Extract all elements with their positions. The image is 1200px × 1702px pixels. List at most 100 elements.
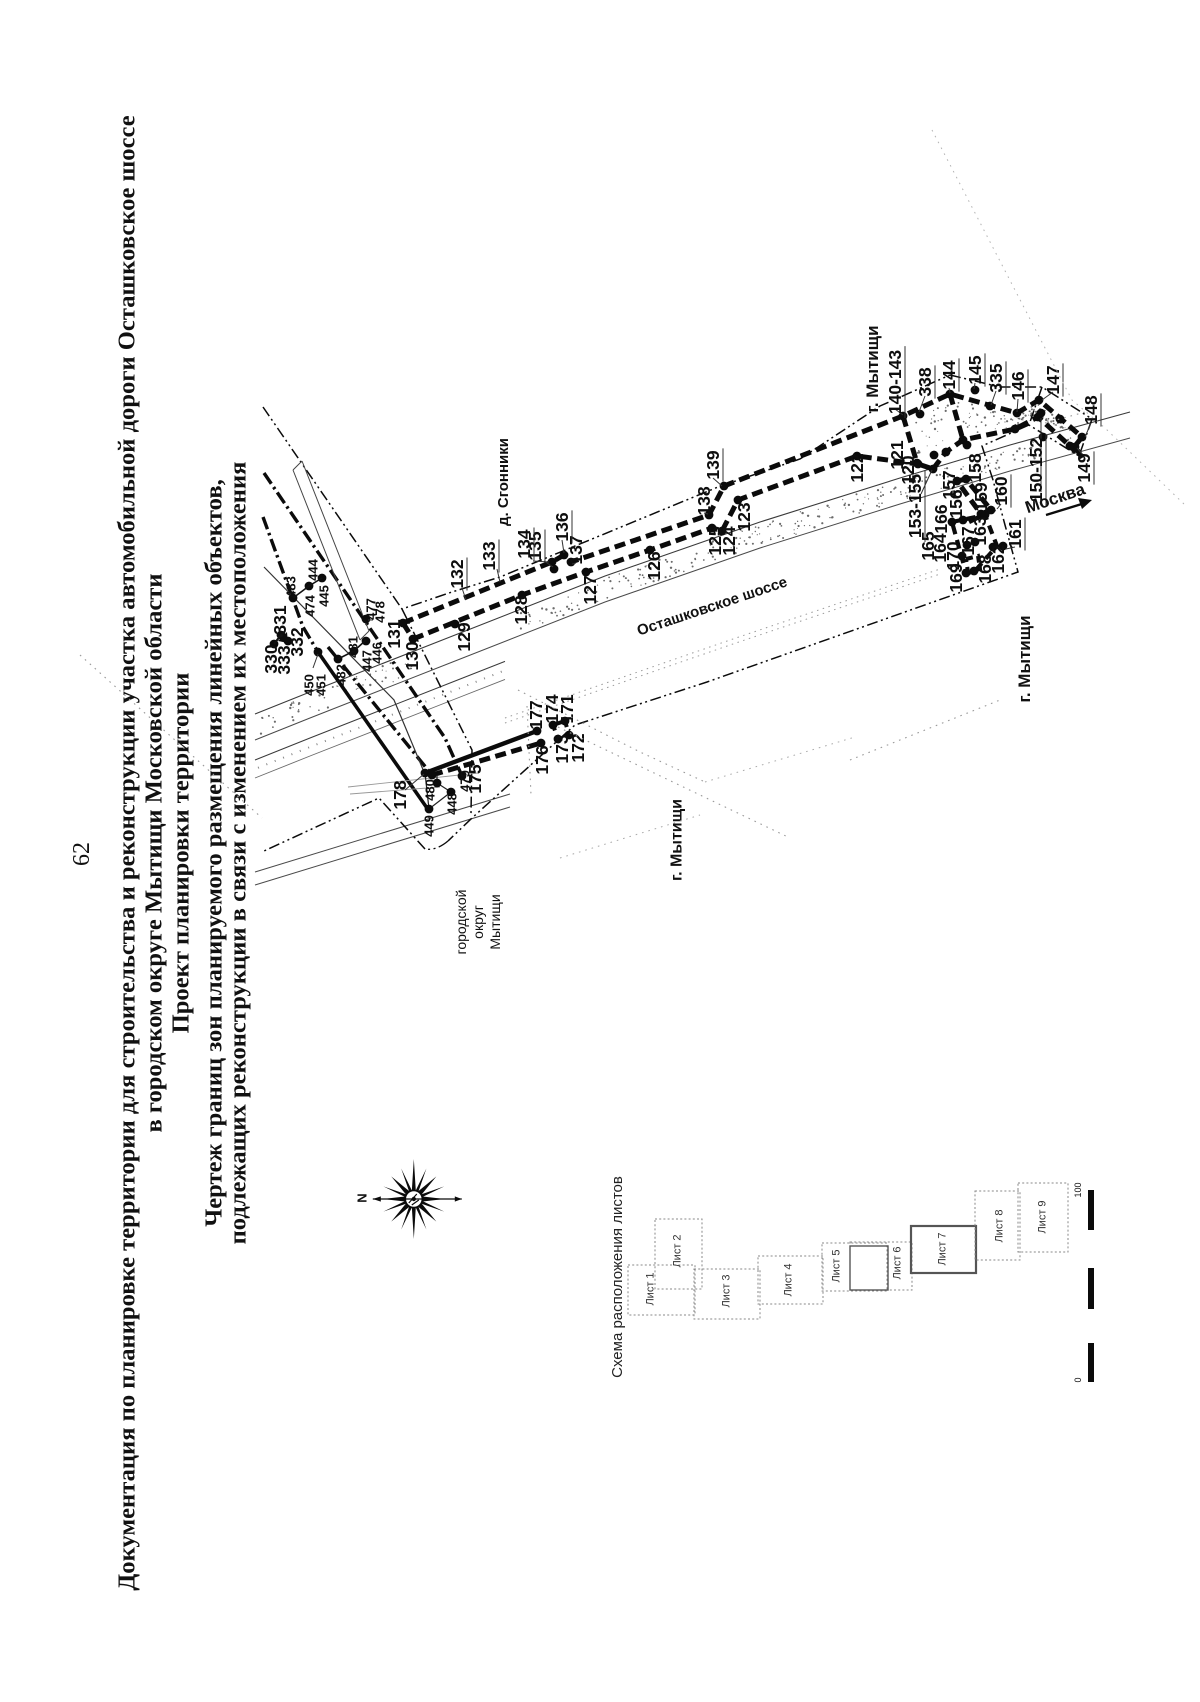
svg-text:171: 171: [557, 694, 577, 723]
svg-text:136: 136: [552, 512, 572, 541]
svg-text:145: 145: [965, 355, 985, 384]
svg-text:123: 123: [734, 502, 754, 531]
svg-text:445: 445: [316, 585, 331, 607]
svg-text:Лист 4: Лист 4: [783, 1263, 795, 1296]
svg-text:482: 482: [333, 664, 348, 686]
svg-text:153-155: 153-155: [905, 474, 925, 538]
svg-text:Чертеж границ зон планируемого: Чертеж границ зон планируемого размещени…: [200, 479, 227, 1227]
svg-text:137: 137: [566, 535, 586, 564]
svg-text:134: 134: [514, 529, 534, 558]
svg-text:подлежащих реконструкции в свя: подлежащих реконструкции в связи с измен…: [224, 462, 251, 1245]
svg-text:173: 173: [552, 734, 572, 763]
svg-text:335: 335: [986, 363, 1006, 392]
svg-text:163: 163: [970, 516, 990, 545]
svg-text:448: 448: [444, 793, 459, 815]
svg-text:178: 178: [390, 780, 410, 809]
svg-text:130: 130: [402, 641, 422, 670]
svg-text:0: 0: [1073, 1377, 1083, 1382]
svg-text:162: 162: [988, 544, 1008, 573]
svg-text:131: 131: [384, 619, 404, 648]
svg-text:62: 62: [69, 842, 95, 866]
svg-text:161: 161: [1005, 519, 1025, 548]
svg-text:122: 122: [847, 453, 867, 482]
svg-text:144: 144: [939, 360, 959, 389]
svg-text:451: 451: [313, 674, 328, 696]
svg-text:444: 444: [305, 558, 320, 580]
svg-text:481: 481: [345, 636, 360, 658]
svg-text:Лист 5: Лист 5: [831, 1249, 843, 1282]
svg-text:Лист 7: Лист 7: [937, 1232, 949, 1265]
svg-text:450: 450: [301, 674, 316, 696]
svg-text:Лист 1: Лист 1: [645, 1272, 657, 1305]
svg-text:124: 124: [719, 526, 739, 555]
svg-text:125: 125: [705, 526, 725, 555]
svg-text:447: 447: [359, 650, 374, 672]
svg-text:г. Мытищи: г. Мытищи: [863, 325, 882, 412]
svg-text:146: 146: [1008, 371, 1028, 400]
svg-text:174: 174: [542, 694, 562, 723]
svg-text:147: 147: [1043, 365, 1063, 394]
svg-text:Лист 9: Лист 9: [1037, 1200, 1049, 1233]
svg-text:338: 338: [915, 367, 935, 396]
svg-text:483: 483: [283, 576, 298, 598]
svg-text:140-143: 140-143: [885, 350, 905, 414]
svg-text:175: 175: [465, 764, 485, 793]
svg-text:479: 479: [457, 770, 472, 792]
svg-text:156: 156: [946, 489, 966, 518]
svg-text:Лист 8: Лист 8: [994, 1209, 1006, 1242]
svg-text:139: 139: [703, 450, 723, 479]
svg-text:159: 159: [971, 482, 991, 511]
svg-text:127: 127: [580, 575, 600, 604]
svg-text:157: 157: [939, 470, 959, 499]
svg-text:132: 132: [447, 559, 467, 588]
svg-text:100: 100: [1073, 1182, 1083, 1197]
svg-text:126: 126: [644, 551, 664, 580]
svg-text:Документация по планировке тер: Документация по планировке территории дл…: [113, 115, 140, 1590]
svg-text:167: 167: [958, 526, 978, 555]
svg-text:177: 177: [526, 700, 546, 729]
svg-text:474: 474: [302, 594, 317, 616]
svg-text:160: 160: [991, 476, 1011, 505]
svg-text:148: 148: [1081, 395, 1101, 424]
svg-text:150-152: 150-152: [1026, 438, 1046, 502]
svg-text:478: 478: [372, 601, 387, 623]
svg-text:332: 332: [287, 627, 307, 656]
svg-text:165: 165: [918, 531, 938, 560]
svg-text:446: 446: [369, 642, 384, 664]
svg-text:г. Мытищи: г. Мытищи: [668, 799, 685, 881]
svg-text:333: 333: [274, 645, 294, 674]
svg-text:331: 331: [270, 605, 290, 634]
svg-text:166: 166: [931, 504, 951, 533]
svg-text:Лист 3: Лист 3: [721, 1274, 733, 1307]
svg-text:128: 128: [511, 595, 531, 624]
svg-text:480: 480: [422, 779, 437, 801]
svg-text:120: 120: [898, 455, 918, 484]
svg-text:121: 121: [887, 440, 907, 469]
svg-text:Лист 2: Лист 2: [672, 1234, 684, 1267]
svg-text:Лист 6: Лист 6: [892, 1246, 904, 1279]
svg-text:округ: округ: [470, 905, 486, 939]
svg-text:449: 449: [421, 815, 436, 837]
svg-text:133: 133: [479, 541, 499, 570]
svg-text:169: 169: [946, 563, 966, 592]
svg-text:городской: городской: [453, 890, 469, 955]
svg-text:Схема расположения листов: Схема расположения листов: [609, 1176, 626, 1378]
svg-text:158: 158: [965, 453, 985, 482]
svg-text:172: 172: [568, 733, 588, 762]
svg-text:N: N: [354, 1193, 369, 1202]
svg-text:Мытищи: Мытищи: [487, 894, 503, 949]
svg-text:168: 168: [975, 554, 995, 583]
svg-text:330: 330: [261, 644, 281, 673]
svg-text:138: 138: [694, 486, 714, 515]
svg-text:170: 170: [943, 541, 963, 570]
svg-text:176: 176: [532, 745, 552, 774]
svg-text:129: 129: [454, 622, 474, 651]
svg-text:Проект планировки территории: Проект планировки территории: [167, 673, 194, 1034]
svg-text:477: 477: [363, 598, 378, 620]
svg-text:149: 149: [1074, 453, 1094, 482]
svg-text:г. Мытищи: г. Мытищи: [1015, 615, 1034, 702]
svg-text:в городском округе Мытищи Моск: в городском округе Мытищи Московской обл…: [140, 573, 167, 1132]
svg-text:164: 164: [930, 533, 950, 562]
svg-text:д. Сгонники: д. Сгонники: [495, 438, 512, 526]
svg-text:135: 135: [525, 531, 545, 560]
